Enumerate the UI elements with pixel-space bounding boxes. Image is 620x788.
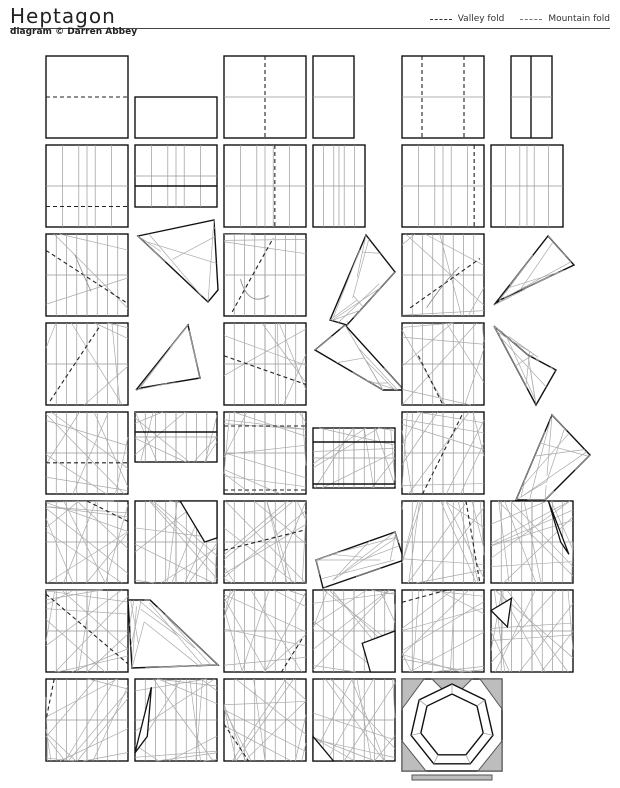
flap-shape — [494, 236, 574, 305]
step-26 — [135, 412, 217, 462]
step-40 — [313, 590, 395, 672]
step-33 — [224, 501, 306, 583]
step-19 — [46, 323, 128, 405]
step-1 — [46, 56, 128, 138]
rotated-flap — [136, 325, 200, 390]
paper-square — [46, 56, 128, 138]
step-17 — [402, 234, 484, 316]
step-31 — [46, 501, 128, 583]
flap-shape — [330, 235, 395, 325]
step-13 — [46, 234, 128, 316]
step-6 — [511, 56, 552, 138]
flap-shape — [494, 326, 556, 405]
rotated-flap — [138, 220, 218, 302]
step-32 — [135, 501, 217, 583]
step-44 — [135, 679, 217, 761]
step-29 — [402, 412, 484, 494]
step-15 — [224, 234, 306, 316]
step-12 — [491, 145, 563, 227]
step-11 — [402, 145, 484, 227]
rotated-flap — [494, 326, 556, 405]
step-41 — [402, 590, 484, 672]
flap-shape — [315, 325, 404, 390]
step-8 — [135, 145, 217, 207]
step-45 — [224, 679, 306, 761]
step-36 — [491, 501, 573, 583]
step-4 — [313, 56, 354, 138]
paper-square — [135, 97, 217, 138]
step-46 — [313, 679, 395, 761]
rotated-flap — [128, 600, 218, 668]
step-39 — [224, 590, 306, 672]
step-35 — [402, 501, 484, 583]
step-2 — [135, 97, 217, 138]
step-37 — [46, 590, 128, 672]
rotated-flap — [516, 415, 590, 500]
rotated-flap — [330, 235, 395, 325]
step-27 — [224, 412, 306, 494]
step-25 — [46, 412, 128, 494]
step-43 — [46, 679, 128, 761]
flap-shape — [138, 220, 218, 302]
step-7 — [46, 145, 128, 227]
step-10 — [313, 145, 365, 227]
step-5 — [402, 56, 484, 138]
step-28 — [313, 428, 395, 488]
step-42 — [491, 590, 573, 672]
step-21 — [224, 323, 306, 405]
final-heptagon — [402, 679, 502, 780]
rotated-flap — [494, 236, 574, 305]
base-strip — [412, 775, 492, 780]
rotated-flap — [315, 325, 404, 390]
step-3 — [224, 56, 306, 138]
rotated-flap — [316, 532, 404, 588]
step-23 — [402, 323, 484, 405]
step-9 — [224, 145, 306, 227]
